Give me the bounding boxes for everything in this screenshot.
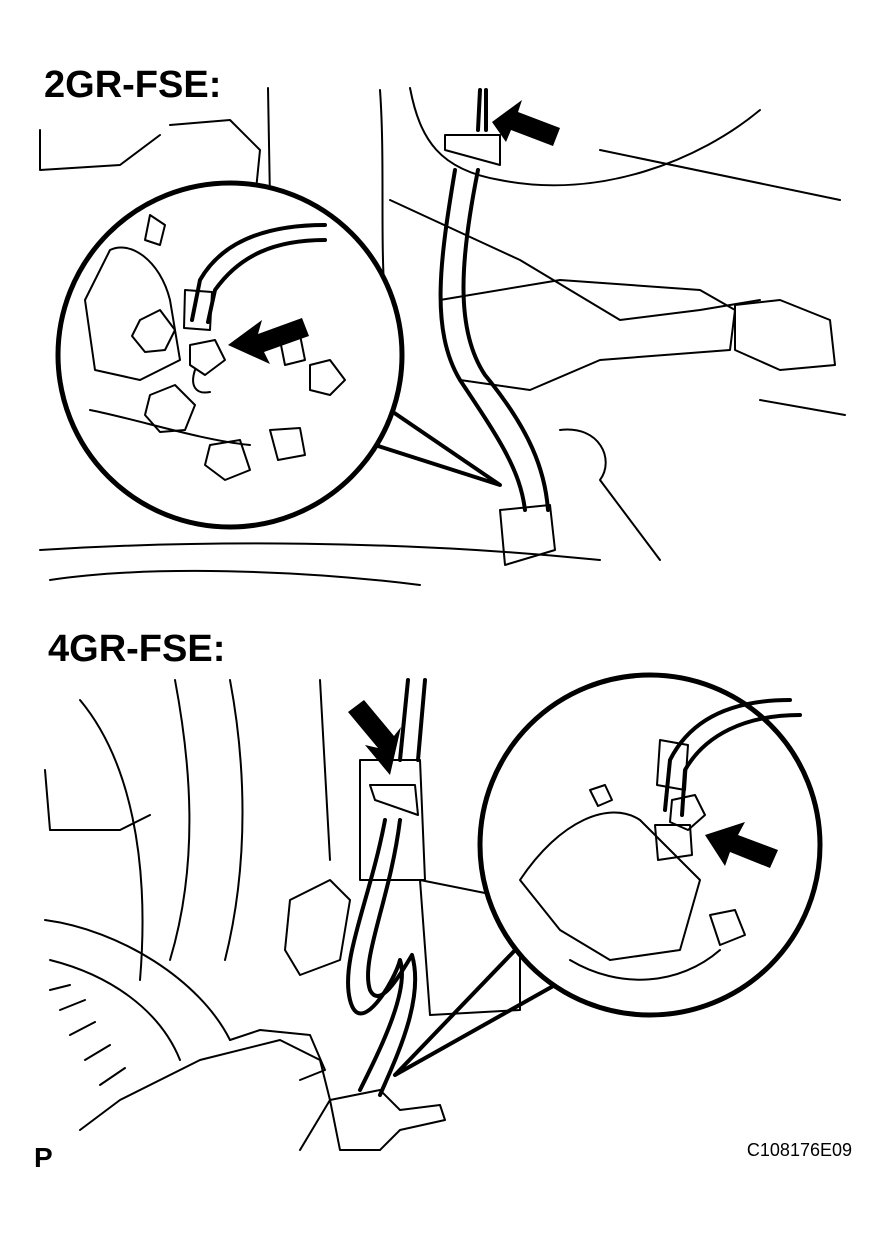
rotor-outline — [49, 959, 181, 1061]
brake-line — [416, 678, 427, 762]
panel-2gr-fse — [39, 87, 846, 586]
magnifier-circle — [477, 672, 823, 1018]
caliper-bolt — [144, 384, 196, 433]
panel-4gr-fse — [44, 672, 823, 1151]
chassis-outline — [267, 87, 271, 201]
caliper-detail — [84, 214, 346, 481]
body-outline — [599, 149, 841, 201]
brake-line — [476, 88, 482, 132]
engine-label-2gr-fse: 2GR-FSE: — [44, 64, 222, 106]
chassis-outline — [169, 119, 261, 201]
control-arm — [439, 279, 736, 391]
hose-clip — [444, 134, 501, 166]
caliper-body — [89, 409, 251, 446]
clip — [192, 369, 211, 394]
flexible-brake-hose — [346, 818, 404, 1092]
caliper-bolt — [309, 359, 346, 396]
strut-outline — [224, 679, 244, 961]
body-outline — [39, 542, 601, 561]
caliper-bolt — [131, 309, 176, 353]
tire-outline — [79, 699, 144, 981]
knuckle-outline — [559, 428, 661, 561]
body-outline — [49, 569, 421, 586]
bushing — [734, 299, 836, 371]
caliper-body — [519, 811, 701, 961]
control-arm — [389, 199, 761, 321]
hose-fitting — [183, 289, 213, 331]
callout-arrow — [492, 100, 560, 146]
hose-clip — [369, 784, 419, 816]
hose-fitting — [656, 739, 689, 791]
bleeder-valve — [144, 214, 166, 246]
tie-rod-boot — [284, 879, 351, 976]
caliper-bolt — [269, 427, 306, 461]
bleeder-valve — [589, 784, 613, 807]
magnifier-pointer — [393, 943, 557, 1077]
driveshaft-outline — [79, 1039, 331, 1151]
magnifier-pointer — [373, 408, 502, 487]
flexible-brake-hose — [438, 168, 527, 512]
caliper-body — [84, 246, 181, 381]
chassis-outline — [39, 129, 161, 171]
caliper-bolt — [709, 909, 746, 946]
caliper-bolt — [204, 439, 251, 481]
driveshaft-boot — [229, 1029, 326, 1081]
brake-line-detail — [663, 698, 792, 812]
corner-mark: P — [34, 1142, 53, 1173]
caliper-detail — [519, 698, 802, 981]
union-bolt — [189, 339, 226, 376]
clip — [654, 824, 693, 861]
hose-bracket — [499, 504, 556, 566]
callout-arrow — [705, 822, 778, 868]
body-outline — [44, 769, 151, 831]
brake-line-detail — [206, 238, 327, 324]
flexible-brake-hose — [365, 818, 418, 1097]
rotor-outline — [44, 919, 231, 1041]
caliper-outline — [329, 1089, 446, 1151]
caliper-body — [569, 949, 721, 981]
strut-outline — [409, 87, 761, 187]
strut-outline — [319, 679, 331, 861]
strut-outline — [169, 679, 191, 961]
figure-code: C108176E09 — [746, 1140, 852, 1160]
magnifier-circle — [55, 180, 405, 530]
union-bolt — [669, 794, 706, 831]
brake-line-detail — [680, 713, 802, 817]
brake-line — [398, 678, 410, 762]
engine-label-4gr-fse: 4GR-FSE: — [48, 628, 226, 670]
callout-arrow — [228, 318, 309, 364]
brake-line-detail — [190, 223, 327, 322]
body-outline — [759, 399, 846, 416]
flexible-brake-hose — [461, 168, 550, 512]
rotor-vents — [49, 984, 126, 1086]
callout-arrow — [348, 700, 401, 775]
